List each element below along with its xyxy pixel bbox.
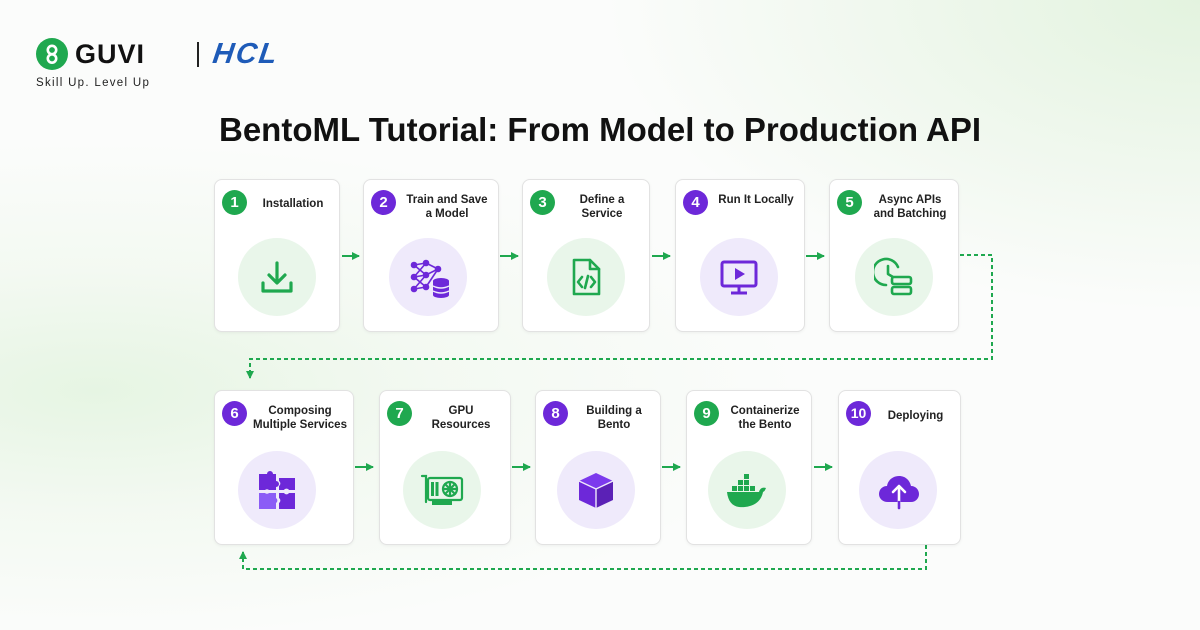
step-card-train-save-model: 2 Train and Save a Model — [363, 179, 499, 332]
cloud-upload-icon — [859, 451, 937, 529]
step-number-badge: 8 — [543, 401, 568, 426]
step-card-run-locally: 4 Run It Locally — [675, 179, 805, 332]
step-number-badge: 10 — [846, 401, 871, 426]
box-icon — [557, 451, 635, 529]
monitor-play-icon — [700, 238, 778, 316]
step-card-deploying: 10 Deploying — [838, 390, 961, 545]
step-number-badge: 9 — [694, 401, 719, 426]
step-label: Train and Save a Model — [406, 194, 488, 220]
step-card-containerize-bento: 9 Containerize the Bento — [686, 390, 812, 545]
step-number-badge: 4 — [683, 190, 708, 215]
step-card-installation: 1 Installation — [214, 179, 340, 332]
neural-network-database-icon — [389, 238, 467, 316]
arrow-5-6 — [246, 254, 993, 379]
step-number-badge: 6 — [222, 401, 247, 426]
clock-queue-icon — [855, 238, 933, 316]
brand-name: GUVI — [75, 39, 146, 69]
step-label: Installation — [262, 198, 324, 210]
gpu-card-icon — [403, 451, 481, 529]
step-label: Building a Bento — [586, 405, 642, 431]
code-file-icon — [547, 238, 625, 316]
arrow-loop-back — [239, 545, 927, 570]
step-number-badge: 1 — [222, 190, 247, 215]
step-card-define-service: 3 Define a Service — [522, 179, 650, 332]
step-label: Deploying — [887, 410, 944, 422]
step-label: GPU Resources — [431, 405, 491, 431]
step-card-building-bento: 8 Building a Bento — [535, 390, 661, 545]
step-label: Composing Multiple Services — [253, 405, 347, 431]
step-card-composing-services: 6 Composing Multiple Services — [214, 390, 354, 545]
step-label: Async APIs and Batching — [873, 194, 947, 220]
step-card-async-apis-batching: 5 Async APIs and Batching — [829, 179, 959, 332]
step-number-badge: 7 — [387, 401, 412, 426]
step-number-badge: 5 — [837, 190, 862, 215]
docker-whale-icon — [708, 451, 786, 529]
step-label: Define a Service — [579, 194, 625, 220]
step-label: Containerize the Bento — [730, 405, 800, 431]
step-card-gpu-resources: 7 GPU Resources — [379, 390, 511, 545]
brand-tagline: Skill Up. Level Up — [36, 77, 151, 89]
guvi-logo-mark-icon — [36, 38, 68, 70]
puzzle-icon — [238, 451, 316, 529]
logo-divider — [197, 42, 199, 67]
step-number-badge: 3 — [530, 190, 555, 215]
step-label: Run It Locally — [718, 194, 794, 206]
download-icon — [238, 238, 316, 316]
step-number-badge: 2 — [371, 190, 396, 215]
page-title: BentoML Tutorial: From Model to Producti… — [219, 111, 981, 148]
